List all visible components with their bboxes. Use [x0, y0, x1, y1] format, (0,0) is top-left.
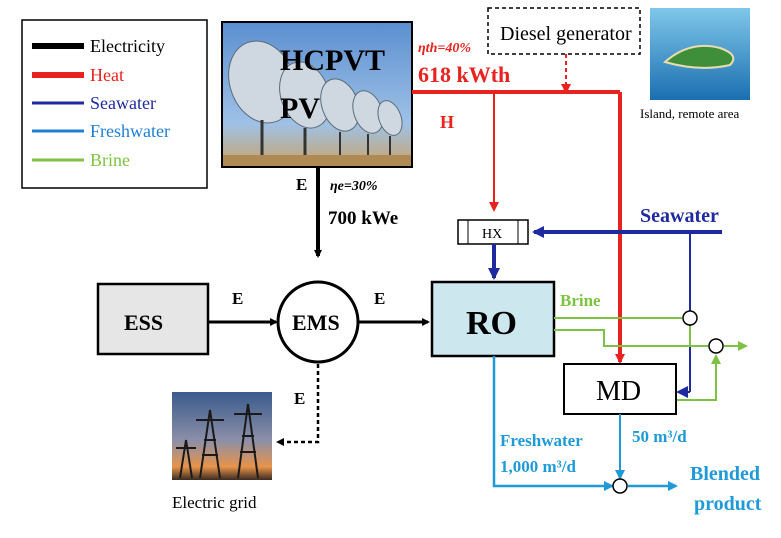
ems-circle — [276, 280, 360, 364]
legend: Electricity Heat Seawater Freshwater Bri… — [21, 19, 208, 189]
blended-label-2: product — [694, 493, 762, 515]
freshwater-mixer — [612, 478, 628, 494]
md-box — [563, 363, 677, 415]
md-flow-label: 50 m³/d — [632, 427, 687, 446]
electricity-lines — [202, 167, 430, 446]
ems-grid-line — [276, 364, 320, 446]
ro-freshwater-line — [492, 356, 614, 491]
elec-ess-label: E — [232, 289, 243, 308]
md-label: MD — [596, 376, 641, 407]
elec-ro-label: E — [374, 289, 385, 308]
freshwater-lines — [492, 356, 678, 491]
ro-label: RO — [466, 305, 517, 342]
diesel-generator-box — [487, 7, 641, 55]
legend-label-heat: Heat — [90, 65, 124, 85]
ess-label: ESS — [124, 310, 163, 335]
brine-lower-line — [554, 329, 708, 347]
freshwater-label: Freshwater — [500, 431, 583, 450]
hcpvt-label: HCPVT — [280, 44, 385, 77]
electric-grid-label: Electric grid — [172, 493, 257, 512]
brine-lines — [554, 317, 748, 401]
elec-power-label: 700 kWe — [328, 208, 398, 229]
legend-label-freshwater: Freshwater — [90, 121, 170, 141]
solar-dish-icon — [228, 40, 403, 158]
ground-strip — [223, 155, 411, 166]
brine-label: Brine — [560, 291, 601, 310]
brine-mixer-1 — [682, 310, 698, 326]
legend-label-brine: Brine — [90, 150, 130, 170]
legend-label-electricity: Electricity — [90, 36, 165, 56]
elec-grid-label: E — [294, 389, 305, 408]
ro-flow-label: 1,000 m³/d — [500, 457, 576, 476]
ess-box — [96, 282, 210, 356]
heat-flow-label: H — [440, 112, 454, 132]
eta-e-label: ηe=30% — [330, 179, 378, 194]
md-brine-line — [676, 354, 721, 401]
island-icon — [662, 44, 735, 69]
blended-label-1: Blended — [690, 463, 760, 485]
electric-grid-image — [172, 392, 272, 480]
power-tower-icon — [176, 403, 262, 479]
hx-label: HX — [482, 227, 502, 242]
diesel-generator-label: Diesel generator — [500, 23, 632, 45]
island-label: Island, remote area — [640, 106, 739, 121]
brine-mixer-2 — [708, 338, 724, 354]
legend-label-seawater: Seawater — [90, 93, 156, 113]
pv-label: PV — [280, 92, 320, 125]
heat-power-label: 618 kWth — [418, 62, 510, 87]
hx-box — [457, 219, 529, 245]
ems-label: EMS — [292, 310, 340, 335]
island-image — [650, 8, 750, 100]
eta-th-label: ηth=40% — [418, 41, 471, 56]
elec-flow-pv-label: E — [296, 175, 307, 194]
hcpvt-panel: HCPVT PV — [221, 21, 413, 168]
seawater-label: Seawater — [640, 205, 719, 227]
